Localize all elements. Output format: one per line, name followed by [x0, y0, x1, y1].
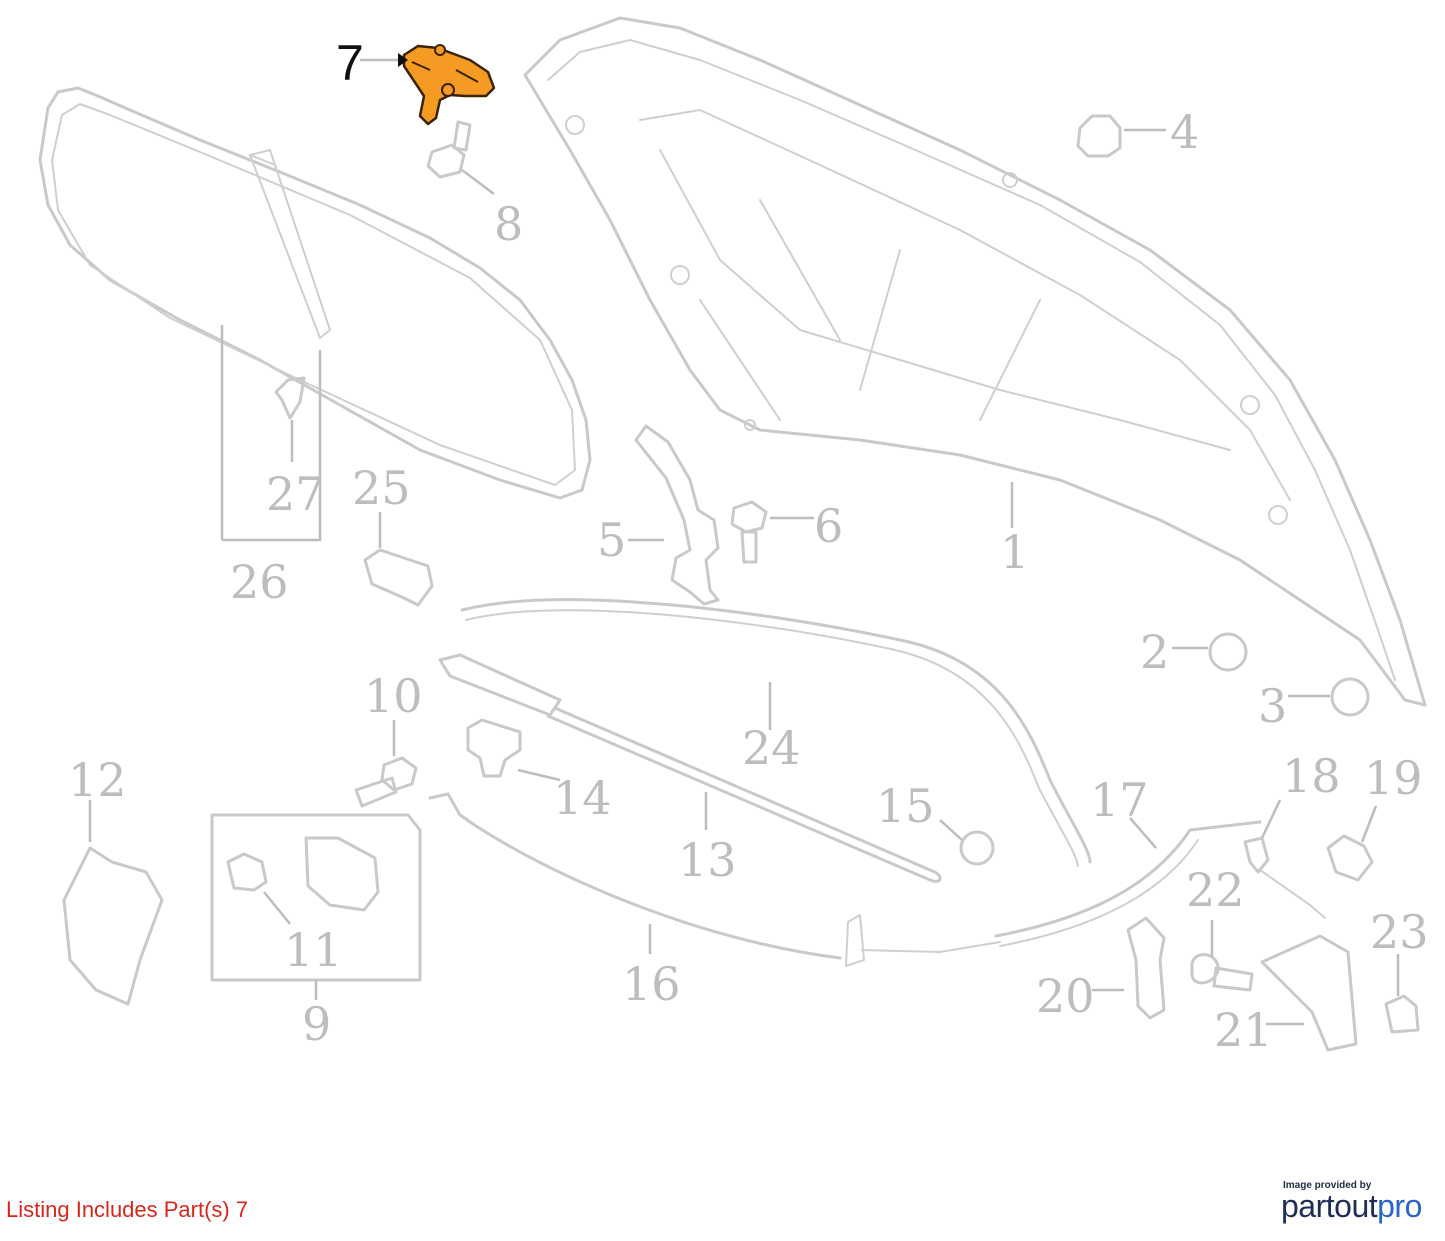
part-5-hinge[interactable]: [634, 424, 720, 606]
image-credit: Image provided by: [1283, 1180, 1372, 1191]
part-14-clip[interactable]: [466, 718, 522, 778]
callout-21[interactable]: 21: [1214, 1003, 1273, 1057]
callout-26[interactable]: 26: [230, 555, 289, 609]
callout-10[interactable]: 10: [364, 669, 423, 723]
part-23-clip[interactable]: [1384, 994, 1420, 1034]
callout-5[interactable]: 5: [597, 513, 626, 567]
callout-19[interactable]: 19: [1364, 751, 1423, 805]
callout-3[interactable]: 3: [1258, 679, 1287, 733]
part-27-clip[interactable]: [274, 376, 306, 420]
part-3-plug[interactable]: [1330, 677, 1370, 717]
part-18-cable-end[interactable]: [1243, 836, 1326, 919]
part-17-cable[interactable]: [994, 820, 1262, 947]
callout-6[interactable]: 6: [814, 499, 843, 553]
callout-23[interactable]: 23: [1370, 905, 1429, 959]
part-20-handle[interactable]: [1126, 916, 1166, 1020]
part-12-bracket[interactable]: [62, 846, 164, 1006]
callout-17[interactable]: 17: [1090, 773, 1149, 827]
callout-8[interactable]: 8: [494, 197, 523, 251]
part-13-gas-strut[interactable]: [438, 653, 942, 883]
part-21-latch-support[interactable]: [1260, 934, 1358, 1052]
part-16-release-cable[interactable]: [428, 792, 1001, 967]
part-6-bolt[interactable]: [730, 500, 768, 564]
part-1-hood-panel[interactable]: [523, 16, 1427, 707]
callout-18[interactable]: 18: [1282, 749, 1341, 803]
brand-text-part1: partout: [1281, 1188, 1378, 1224]
part-22-bumper[interactable]: [1190, 953, 1254, 992]
callout-27[interactable]: 27: [266, 467, 325, 521]
part-8-bolt[interactable]: [426, 120, 472, 179]
callout-22[interactable]: 22: [1186, 863, 1245, 917]
part-2-plug[interactable]: [1208, 632, 1248, 672]
callout-2[interactable]: 2: [1140, 625, 1169, 679]
callout-9[interactable]: 9: [302, 997, 331, 1051]
callout-13[interactable]: 13: [678, 833, 737, 887]
callout-11[interactable]: 11: [284, 923, 343, 977]
callout-20[interactable]: 20: [1036, 969, 1095, 1023]
part-26-insulation-pad[interactable]: [38, 86, 592, 500]
callout-1[interactable]: 1: [1000, 525, 1029, 579]
part-9-latch-assembly[interactable]: [210, 813, 422, 982]
leader-lines: [88, 53, 1400, 1026]
callout-labels: 7 8 4 27 25 26 5 6 1 2 3 24 10 14 13 15 …: [68, 35, 1429, 1057]
callout-4[interactable]: 4: [1170, 105, 1199, 159]
callout-7[interactable]: 7: [336, 35, 364, 91]
part-25-block[interactable]: [363, 548, 434, 607]
callout-12[interactable]: 12: [68, 753, 127, 807]
part-4-bumper[interactable]: [1076, 114, 1122, 158]
part-24-seal[interactable]: [460, 598, 1092, 867]
brand-text-part2: pro: [1377, 1188, 1422, 1224]
callout-24[interactable]: 24: [742, 721, 801, 775]
callout-16[interactable]: 16: [622, 957, 681, 1011]
callout-14[interactable]: 14: [553, 771, 612, 825]
listing-caption: Listing Includes Part(s) 7: [6, 1197, 249, 1222]
part-7-bracket-highlighted[interactable]: [402, 44, 496, 126]
part-10-bolt[interactable]: [354, 756, 418, 808]
partoutpro-logo: partoutpro: [1281, 1188, 1422, 1225]
callout-25[interactable]: 25: [352, 461, 411, 515]
part-19-clip[interactable]: [1326, 834, 1374, 882]
callout-15[interactable]: 15: [876, 779, 935, 833]
part-15-grommet[interactable]: [959, 830, 995, 866]
